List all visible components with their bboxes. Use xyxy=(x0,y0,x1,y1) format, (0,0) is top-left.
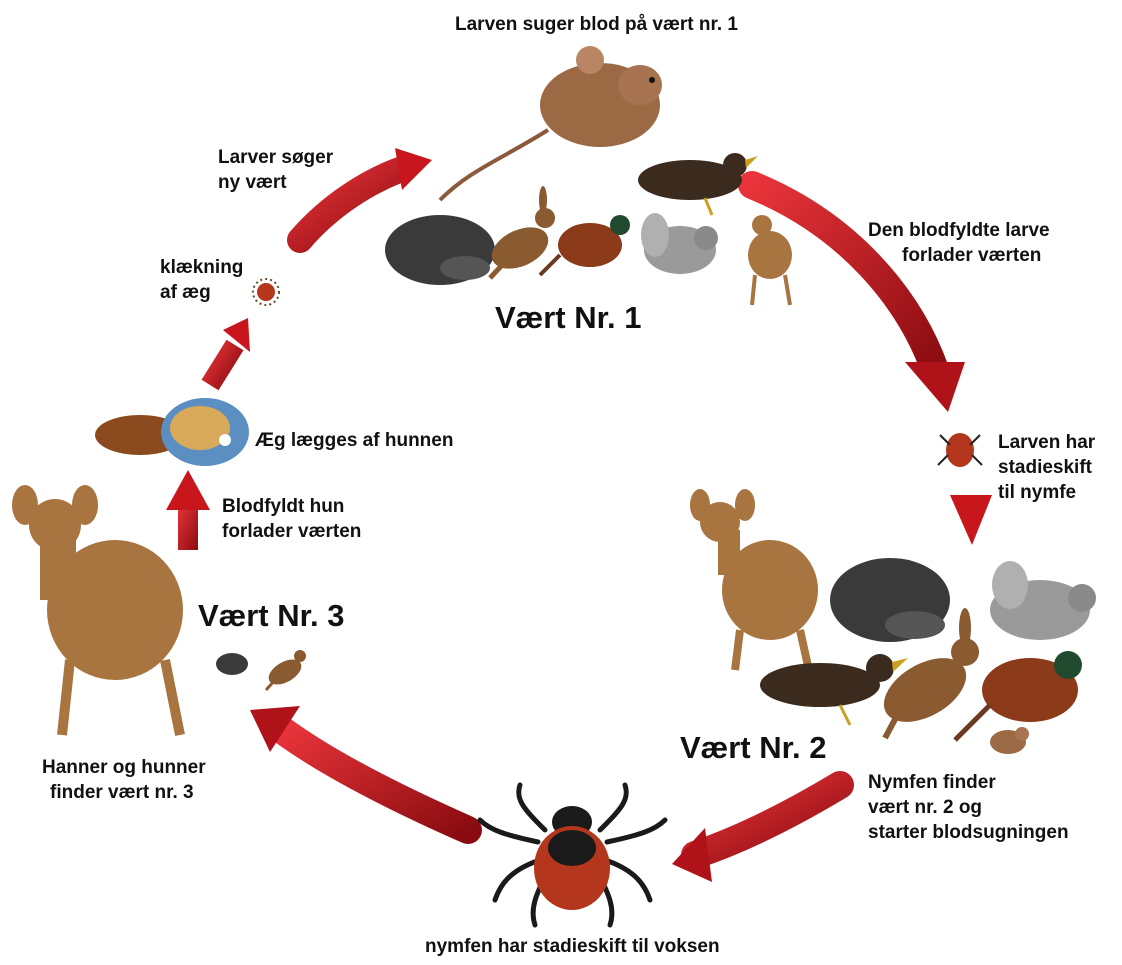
pheasant-icon xyxy=(955,651,1082,740)
label-line: finder vært nr. 3 xyxy=(42,780,206,805)
hare-icon xyxy=(485,186,555,278)
hatching-larva-icon xyxy=(253,279,279,305)
label-engorged-larva: Den blodfyldte larve forlader værten xyxy=(868,218,1050,268)
host3-title: Vært Nr. 3 xyxy=(198,598,344,634)
hare-icon xyxy=(264,650,306,690)
adult-tick-icon xyxy=(480,785,665,925)
label-line: Larver søger xyxy=(218,145,333,170)
arrow-up-upper xyxy=(210,318,250,385)
label-nymph-finds: Nymfen finder vært nr. 2 og starter blod… xyxy=(868,770,1069,845)
label-line: ny vært xyxy=(218,170,333,195)
label-larva-feeds: Larven suger blod på vært nr. 1 xyxy=(455,12,738,37)
label-line: vært nr. 2 og xyxy=(868,795,1069,820)
host2-title: Vært Nr. 2 xyxy=(680,730,826,766)
egg-mass-icon xyxy=(95,398,249,466)
label-adults-find: Hanner og hunner finder vært nr. 3 xyxy=(42,755,206,805)
arrow-to-host3 xyxy=(250,706,468,830)
label-eggs-laid: Æg lægges af hunnen xyxy=(255,428,453,453)
mouse-icon xyxy=(990,727,1029,754)
squirrel-icon xyxy=(990,561,1096,640)
label-larva-seeks: Larver søger ny vært xyxy=(218,145,333,195)
hedgehog-icon xyxy=(216,653,248,675)
bird-icon xyxy=(638,153,758,215)
label-line: Den blodfyldte larve xyxy=(868,218,1050,243)
label-line: Nymfen finder xyxy=(868,770,1069,795)
label-female-leaves: Blodfyldt hun forlader værten xyxy=(222,494,361,544)
pheasant-icon xyxy=(540,215,630,275)
label-line: forlader værten xyxy=(222,519,361,544)
host1-title: Vært Nr. 1 xyxy=(495,300,641,336)
label-line: starter blodsugningen xyxy=(868,820,1069,845)
label-line: klækning xyxy=(160,255,243,280)
squirrel-icon xyxy=(641,213,718,274)
deer-icon xyxy=(12,485,183,735)
label-larva-molts: Larven har stadieskift til nymfe xyxy=(998,430,1095,505)
bird-icon xyxy=(760,654,908,725)
label-hatching: klækning af æg xyxy=(160,255,243,305)
label-line: af æg xyxy=(160,280,243,305)
label-line: forlader værten xyxy=(868,243,1050,268)
label-line: Hanner og hunner xyxy=(42,755,206,780)
arrow-molt-down xyxy=(950,495,992,545)
mouse-icon xyxy=(440,46,662,200)
label-line: Larven har xyxy=(998,430,1095,455)
arrow-up-lower xyxy=(166,470,210,550)
larva-molt-tick-icon xyxy=(938,433,982,467)
label-line: stadieskift xyxy=(998,455,1095,480)
label-line: Blodfyldt hun xyxy=(222,494,361,519)
deer-icon xyxy=(690,489,818,675)
label-line: til nymfe xyxy=(998,480,1095,505)
deer-icon xyxy=(748,215,792,305)
label-nymph-molts: nymfen har stadieskift til voksen xyxy=(425,934,720,959)
hedgehog-icon xyxy=(385,215,495,285)
hedgehog-icon xyxy=(830,558,950,642)
arrow-to-nymph xyxy=(672,785,840,882)
